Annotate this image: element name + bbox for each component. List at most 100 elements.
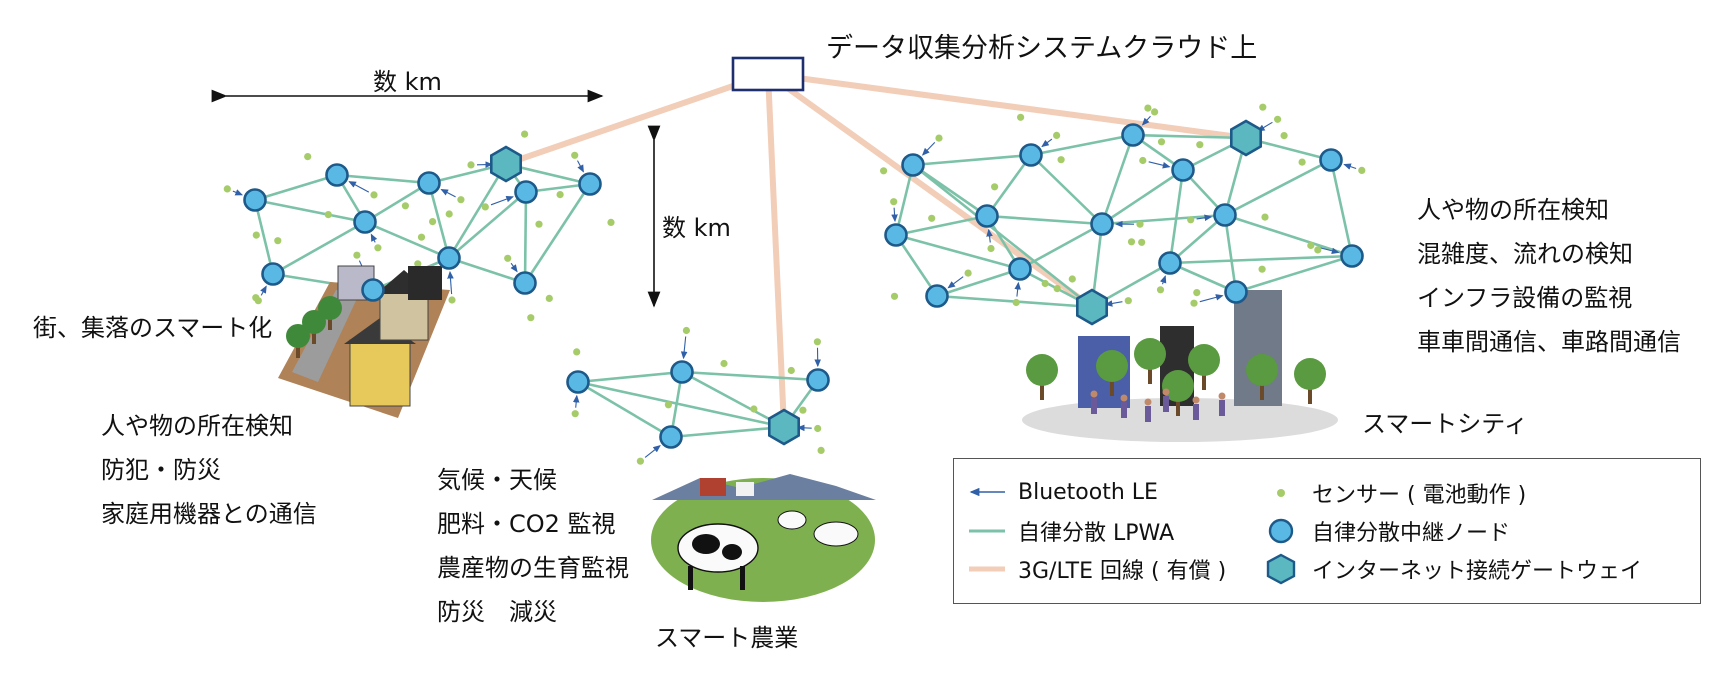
sensor-dot: [928, 214, 936, 222]
sensor-dot: [1261, 213, 1269, 221]
city-use-list: 人や物の所在検知 混雑度、流れの検知 インフラ設備の監視 車車間通信、車路間通信: [1417, 188, 1681, 364]
sensor-dot: [374, 244, 382, 252]
sensor-dot: [813, 338, 822, 346]
sensor-dot: [880, 167, 888, 175]
sensor-dot: [527, 314, 535, 322]
barn: [700, 478, 726, 496]
relay-node: [353, 210, 377, 234]
sensor-dot: [545, 294, 553, 302]
cow-leg: [688, 566, 693, 590]
town-use-list: 人や物の所在検知 防犯・防災 家庭用機器との通信: [101, 404, 317, 536]
sensor-dot: [252, 294, 260, 302]
farm-use-4: 防災 減災: [437, 598, 557, 626]
relay-node: [417, 171, 441, 195]
sensor-dot: [1151, 108, 1159, 116]
lpwa-link: [364, 181, 430, 224]
lpwa-link: [577, 380, 785, 429]
lpwa-link: [336, 173, 430, 185]
lpwa-link: [986, 214, 1103, 226]
tree: [1188, 344, 1220, 376]
cloud-system-title: データ収集分析システムクラウド上: [826, 33, 1258, 64]
lpwa-link: [1168, 169, 1185, 264]
relay-node: [513, 271, 537, 295]
cellular-link: [765, 71, 1249, 141]
sensor-dot: [1139, 156, 1147, 165]
relay-node: [1008, 257, 1032, 281]
cellular-link: [503, 71, 771, 167]
bluetooth-link: [440, 188, 456, 198]
bluetooth-link: [1014, 281, 1021, 297]
town-use-2: 防犯・防災: [101, 456, 221, 484]
sensor-dot: [890, 292, 899, 300]
farm-hills: [652, 474, 876, 500]
town-area-title: 街、集落のスマート化: [33, 314, 273, 342]
bluetooth-link: [1160, 275, 1167, 285]
gateway-node: [767, 408, 801, 446]
tree-trunk: [328, 312, 332, 330]
lpwa-link: [447, 163, 508, 259]
lpwa-link: [523, 183, 592, 284]
legend-gateway-label: インターネット接続ゲートウェイ: [1312, 559, 1643, 584]
person-head: [1090, 390, 1098, 398]
city-area-title: スマートシティ: [1362, 410, 1528, 438]
lpwa-link: [253, 199, 275, 275]
sensor-dot: [799, 406, 807, 414]
sensor-dot: [1144, 104, 1152, 112]
relay-node: [901, 153, 925, 177]
sensor-dot-icon: [1258, 478, 1304, 508]
sensor-dot: [890, 198, 898, 206]
person-head: [1192, 396, 1200, 404]
house: [408, 266, 442, 300]
sensor-dot: [1187, 216, 1195, 224]
sensor-dot: [535, 220, 543, 228]
legend-bluetooth: Bluetooth LE: [964, 477, 1158, 507]
sensor-dot: [817, 446, 825, 454]
person-head: [1162, 388, 1170, 396]
relay-node: [925, 284, 949, 308]
scene-illustrations: [278, 265, 1338, 602]
sensor-dot: [417, 233, 426, 241]
bluetooth-link: [577, 160, 584, 173]
tree-trunk: [1176, 392, 1180, 416]
person: [1163, 396, 1169, 412]
bluetooth-link: [232, 189, 244, 196]
tree-trunk: [1260, 376, 1264, 400]
sensor-dot: [1196, 141, 1204, 149]
cellular-links: [503, 71, 1249, 430]
lpwa-link: [1169, 214, 1226, 264]
relay-node: [1224, 280, 1248, 304]
sensor-dot: [1057, 156, 1065, 164]
sensors: [223, 103, 1366, 465]
distance-markers: [211, 89, 661, 308]
cellular-link: [765, 71, 1095, 310]
relay-node: [670, 360, 694, 384]
sensor-dot: [1053, 131, 1061, 139]
bluetooth-link: [796, 424, 812, 432]
relay-node: [325, 163, 349, 187]
lpwa-link: [1169, 254, 1353, 265]
legend-relay: 自律分散中継ノード: [1258, 515, 1510, 547]
city-use-1: 人や物の所在検知: [1417, 196, 1609, 224]
house: [349, 339, 411, 407]
tree-trunk: [1308, 380, 1312, 404]
city-use-2: 混雑度、流れの検知: [1417, 240, 1633, 268]
sensor-dot: [636, 457, 645, 465]
sensor-dot: [414, 260, 422, 268]
relay-nodes: [243, 123, 1364, 449]
bluetooth-link: [510, 262, 518, 273]
building: [1234, 290, 1282, 406]
relay-node: [975, 204, 999, 228]
relay-node: [437, 246, 461, 270]
person-head: [1144, 398, 1152, 406]
tree: [1162, 370, 1194, 402]
farm-use-2: 肥料・CO2 監視: [437, 510, 616, 538]
relay-node: [578, 172, 602, 196]
relay-node: [1019, 143, 1043, 167]
lpwa-link: [1329, 159, 1354, 257]
city-plaza: [1022, 398, 1338, 442]
lpwa-link: [894, 234, 939, 297]
farm-use-1: 気候・天候: [437, 466, 557, 494]
sensor-dot: [1314, 246, 1322, 254]
cow-leg: [740, 566, 745, 590]
cellular-line-icon: [964, 554, 1010, 584]
